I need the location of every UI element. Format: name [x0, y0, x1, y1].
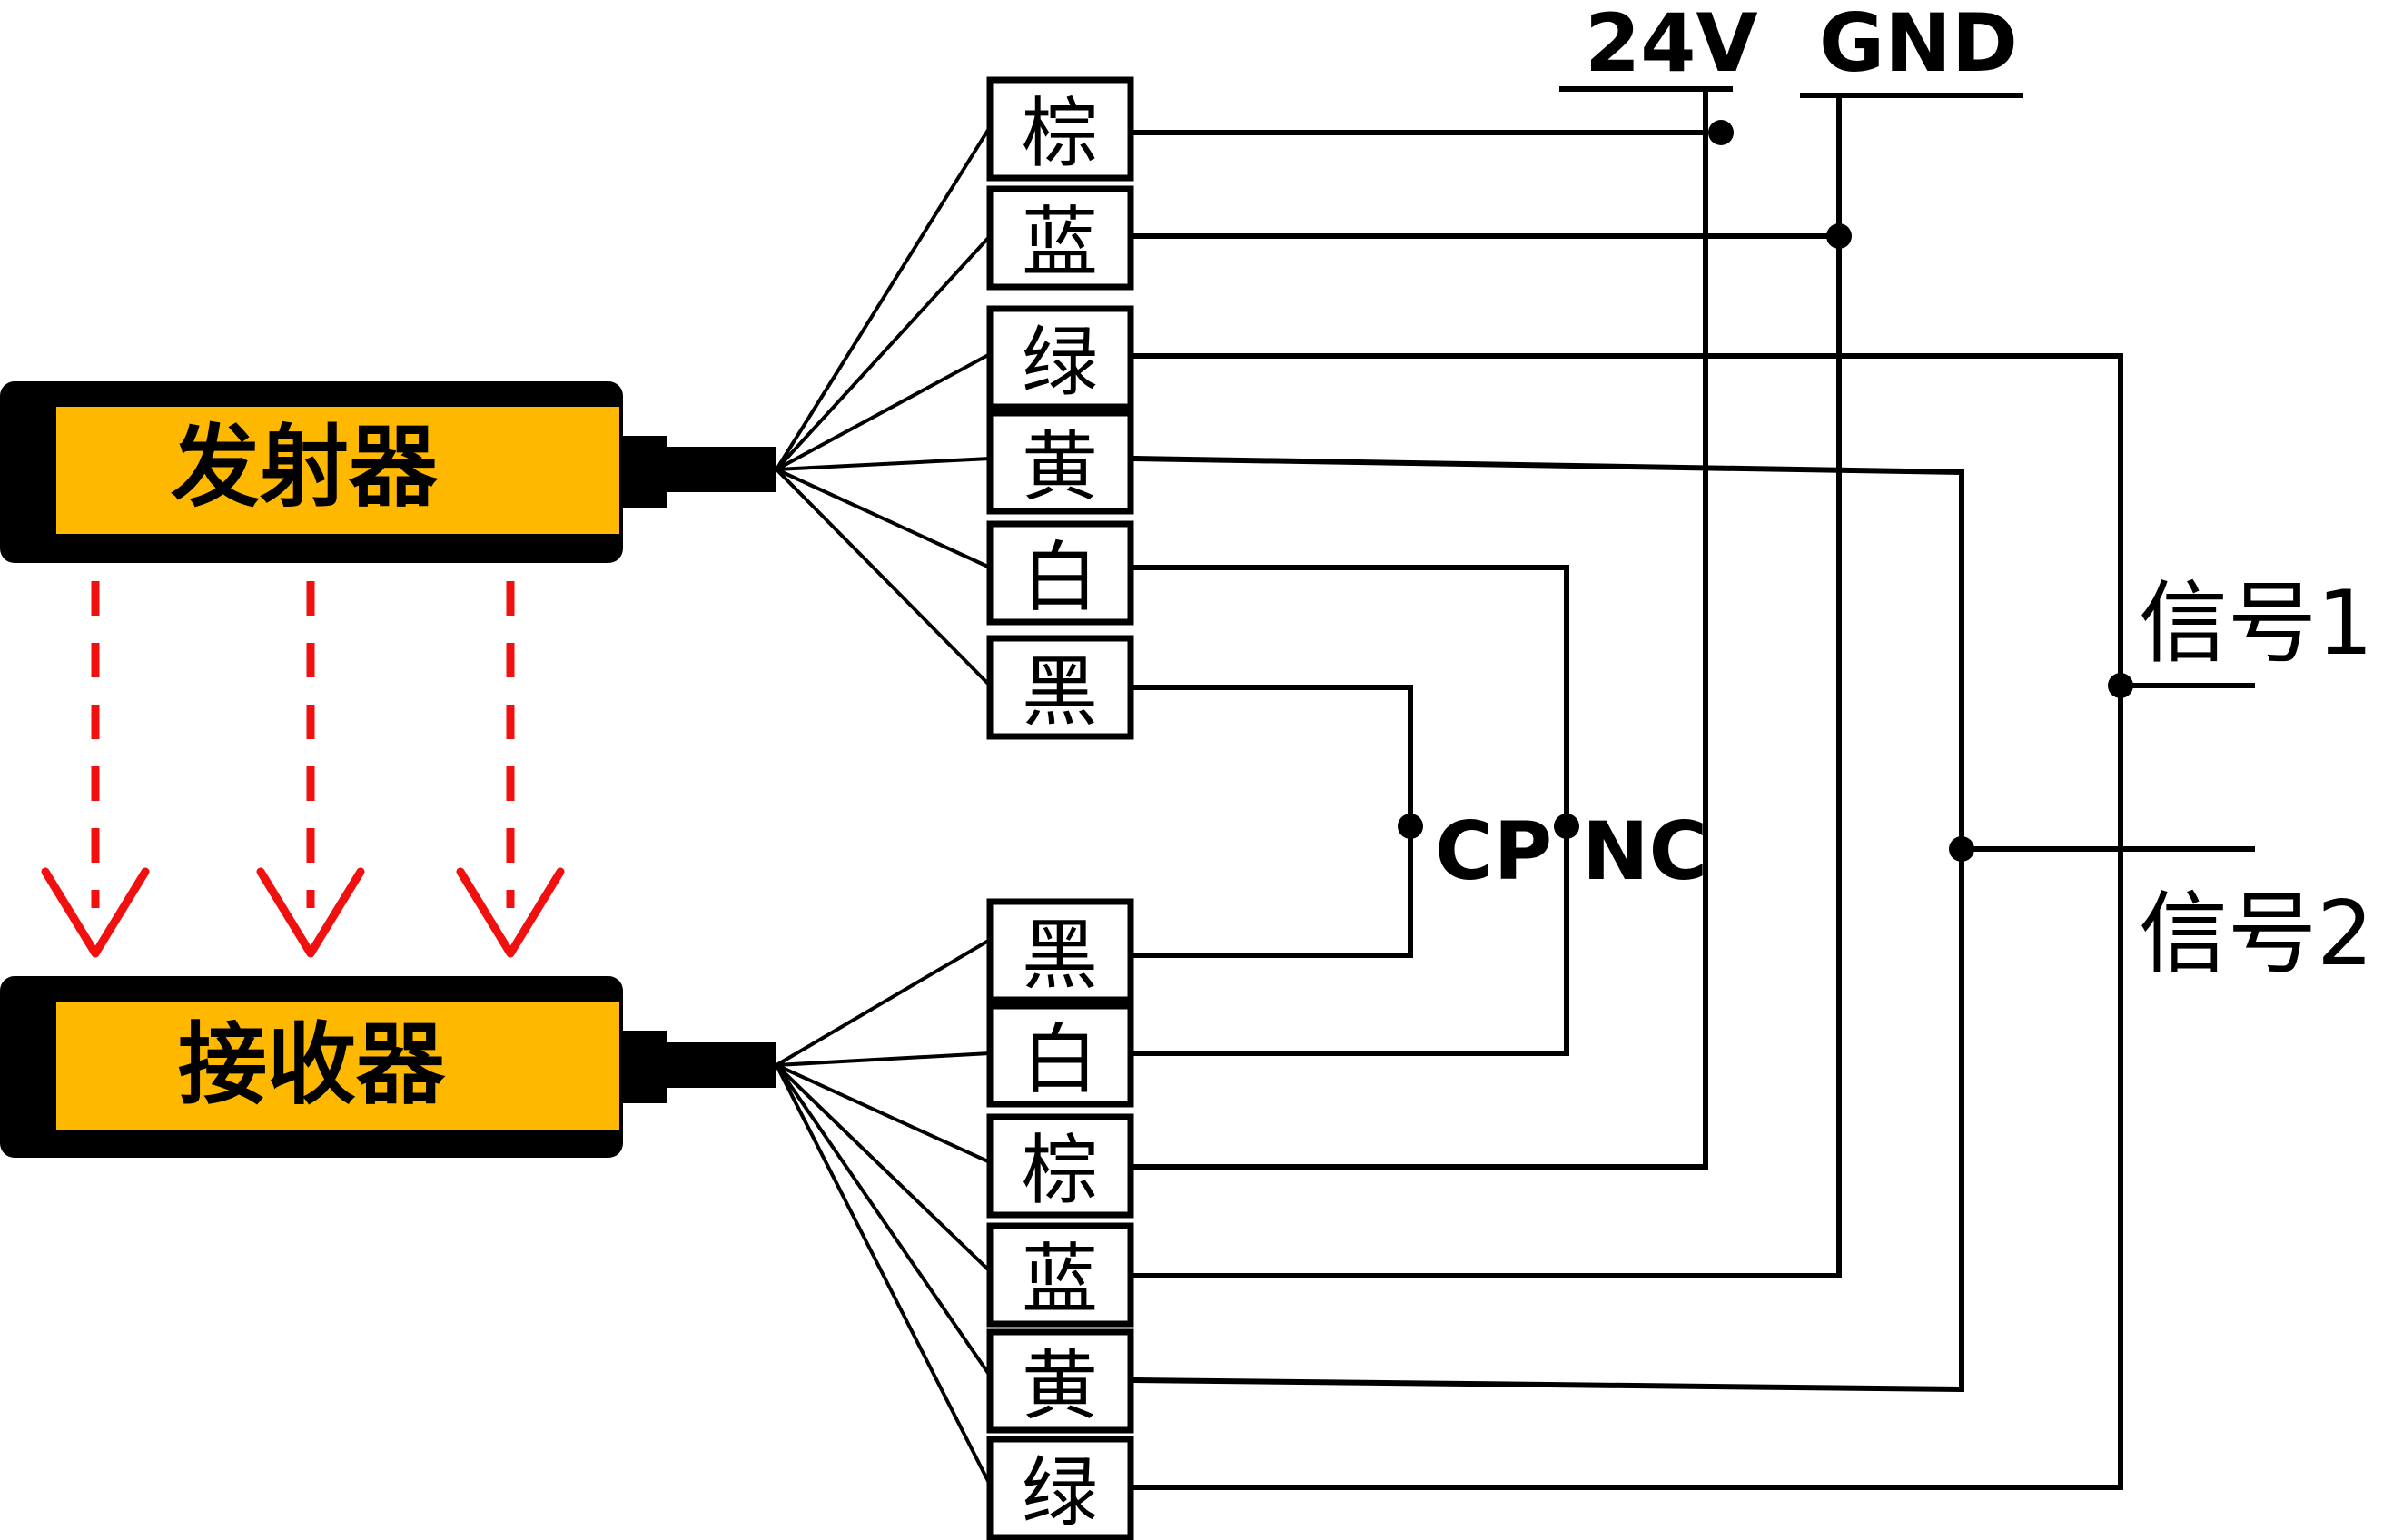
emitter-device: 发射器: [0, 381, 776, 563]
receiver-fanout: [775, 938, 992, 1486]
emitter-wire-blue: 蓝: [986, 185, 1134, 291]
receiver-wire-black: 黑: [986, 898, 1134, 1003]
wire-emitter-green: [1132, 353, 2123, 1487]
junction-dots: [1398, 120, 2133, 862]
wire-emitter-black: [1132, 685, 1413, 958]
wire-emitter-white: [1132, 565, 1569, 1056]
emitter-wire-yellow: 黄: [986, 410, 1134, 515]
svg-text:棕: 棕: [1022, 89, 1098, 178]
svg-text:白: 白: [1022, 533, 1098, 622]
emitter-wire-brown: 棕: [986, 76, 1134, 182]
signal2-label: 信号2: [2139, 883, 2373, 986]
nc-dot: [1554, 814, 1579, 839]
beam-arrow-3: [456, 581, 565, 958]
beam-arrow-2: [256, 581, 365, 958]
svg-text:蓝: 蓝: [1022, 198, 1098, 287]
svg-text:黄: 黄: [1022, 1341, 1098, 1430]
svg-text:黑: 黑: [1022, 647, 1098, 736]
svg-text:棕: 棕: [1022, 1126, 1098, 1215]
receiver-wire-brown: 棕: [986, 1113, 1134, 1219]
emitter-wire-boxes: 棕 蓝 绿 黄 白 黑: [986, 76, 1134, 740]
cp-label: CP: [1435, 805, 1552, 898]
receiver-wire-yellow: 黄: [986, 1328, 1134, 1434]
emitter-fanout: [775, 125, 992, 687]
receiver-wire-blue: 蓝: [986, 1222, 1134, 1328]
emitter-wire-white: 白: [986, 520, 1134, 626]
emitter-wire-black: 黑: [986, 635, 1134, 740]
receiver-wire-boxes: 黑 白 棕 蓝 黄 绿: [986, 898, 1134, 1540]
emitter-cable: [658, 447, 776, 492]
receiver-cable: [658, 1042, 776, 1088]
ground-rail-label: GND: [1819, 0, 2018, 90]
wire-emitter-yellow: [1132, 455, 1964, 1392]
svg-text:绿: 绿: [1022, 318, 1098, 407]
signal1-label: 信号1: [2139, 572, 2373, 676]
svg-text:黑: 黑: [1022, 911, 1098, 1000]
receiver-wire-green: 绿: [986, 1436, 1134, 1540]
wire-receiver-yellow: [1132, 1377, 1965, 1393]
emitter-label: 发射器: [171, 416, 439, 519]
cp-dot: [1398, 814, 1423, 839]
beam-arrows: [41, 581, 565, 958]
power-rail-label: 24V: [1585, 0, 1758, 90]
receiver-wire-white: 白: [986, 1002, 1134, 1108]
receiver-device: 接收器: [0, 976, 776, 1158]
wires: [1132, 86, 2255, 1490]
svg-text:黄: 黄: [1022, 422, 1098, 511]
beam-arrow-1: [41, 581, 150, 958]
receiver-label: 接收器: [178, 1013, 446, 1117]
svg-text:绿: 绿: [1022, 1448, 1098, 1537]
svg-text:蓝: 蓝: [1022, 1235, 1098, 1324]
emitter-wire-green: 绿: [986, 305, 1134, 410]
svg-text:白: 白: [1022, 1015, 1098, 1104]
nc-label: NC: [1582, 805, 1707, 898]
